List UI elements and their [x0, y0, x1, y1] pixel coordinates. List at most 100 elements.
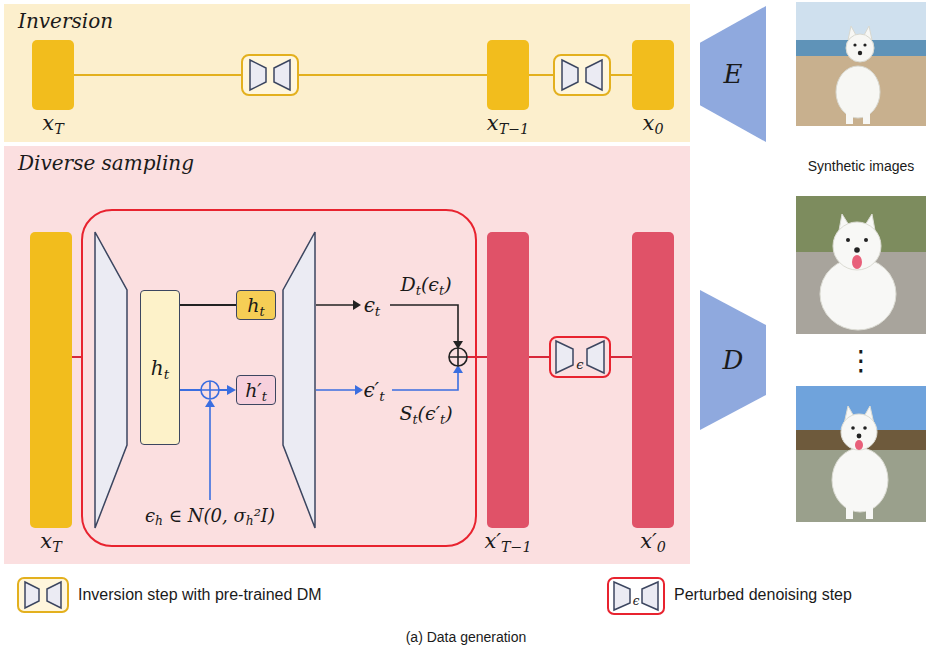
node-label: ht — [151, 356, 169, 380]
subscript: t — [260, 304, 265, 319]
arrow-head — [205, 399, 215, 407]
node-label: x′0 — [640, 529, 666, 553]
node-label: h′t — [245, 379, 267, 401]
shape-circle — [863, 43, 866, 46]
band-title: Diverse sampling — [18, 151, 194, 175]
noise-label: ϵ′t — [363, 378, 384, 402]
inversion-step-icon — [242, 55, 298, 95]
subscript: t — [379, 388, 384, 404]
denoiser-frame — [82, 210, 476, 546]
shape-circle — [846, 238, 850, 242]
encoder-trapezoid: E — [700, 6, 766, 142]
subscript: T−1 — [499, 121, 530, 137]
node-label: ht — [247, 294, 264, 316]
eps-prime-arrow — [210, 369, 458, 500]
subscript: h — [246, 514, 254, 528]
legend-perturbed-icon — [608, 578, 664, 614]
ellipsis-mark: ⋮ — [847, 344, 875, 377]
noise-label: ϵt — [364, 293, 381, 317]
shape-rect — [796, 56, 926, 126]
shape-rect — [242, 55, 298, 95]
feature-box: ht — [140, 290, 180, 445]
subscript: t — [439, 283, 444, 298]
shape-path — [392, 369, 458, 390]
shape-circle — [449, 348, 467, 366]
connector-line — [180, 304, 236, 306]
shape-polygon — [274, 60, 290, 90]
node-label: xT — [42, 111, 63, 135]
latent-box: xT — [32, 40, 74, 110]
unet-encoder — [95, 232, 127, 528]
photo-park-dog — [796, 386, 926, 522]
connector — [72, 357, 487, 358]
arrow-head — [353, 300, 361, 310]
node-label: E — [724, 59, 743, 89]
shape-rect — [863, 110, 870, 124]
latent-box: xT — [30, 232, 72, 528]
subscript: T — [52, 539, 62, 555]
latent-box: xT−1 — [487, 40, 529, 110]
shape-polygon — [25, 582, 39, 608]
legend-text: Inversion step with pre-trained DM — [78, 586, 322, 604]
shape-circle — [854, 247, 860, 253]
subscript: t — [262, 389, 267, 404]
subscript: t — [164, 366, 169, 382]
subscript: 0 — [657, 539, 666, 555]
node-label: D — [723, 345, 744, 375]
shape-rect — [608, 578, 664, 614]
node-label: xT−1 — [487, 111, 529, 135]
subscript: t — [416, 283, 421, 298]
shape-polygon — [556, 341, 573, 373]
shape-path — [201, 381, 219, 399]
subscript: t — [440, 412, 445, 427]
latent-box: x′0 — [632, 232, 674, 528]
trapezoid-fill — [700, 6, 766, 142]
shape-rect — [846, 505, 853, 519]
decoder-trapezoid: D — [700, 290, 766, 430]
shape-ellipse — [852, 255, 862, 269]
sum-symbol — [449, 348, 467, 366]
shape-polygon — [587, 341, 604, 373]
inversion-step-icon — [554, 55, 610, 95]
shape-ellipse — [855, 440, 863, 450]
shape-circle — [841, 414, 877, 450]
unet-decoder — [283, 232, 315, 528]
shape-circle — [846, 34, 874, 62]
subscript: 0 — [654, 121, 663, 137]
photo-path-dog — [796, 196, 926, 334]
subscript: t — [375, 303, 380, 319]
connector — [180, 305, 236, 306]
shape-circle — [858, 51, 862, 55]
node-label: x0 — [643, 111, 664, 135]
shape-circle — [864, 238, 868, 242]
shape-rect — [554, 55, 610, 95]
latent-box: x′T−1 — [487, 232, 529, 528]
shape-circle — [857, 434, 862, 439]
caption-note: Synthetic images — [808, 158, 915, 174]
shape-circle — [853, 43, 856, 46]
shape-ellipse — [836, 66, 880, 118]
shape-rect — [550, 337, 610, 377]
shape-path — [316, 304, 353, 306]
shape-circle — [863, 426, 867, 430]
node-label: xT — [40, 529, 61, 553]
trapezoid-fill — [700, 290, 766, 430]
term-label: St(ϵ′t) — [399, 402, 452, 424]
shape-rect — [18, 578, 68, 612]
noise-formula: ϵh ∈ N(0, σh²I) — [145, 505, 275, 526]
icon-symbol: ϵ — [576, 357, 583, 372]
figure-caption: (a) Data generation — [406, 629, 527, 645]
subscript: T−1 — [501, 539, 532, 555]
shape-circle — [851, 426, 855, 430]
shape-path — [449, 348, 467, 366]
feature-box: ht — [236, 290, 276, 320]
shape-path — [390, 305, 458, 345]
sum-symbol — [201, 381, 219, 399]
legend-inversion-icon — [18, 578, 68, 612]
shape-path — [316, 389, 355, 391]
shape-circle — [201, 381, 219, 399]
subscript: h — [155, 514, 163, 528]
node-label: x′T−1 — [484, 529, 531, 553]
